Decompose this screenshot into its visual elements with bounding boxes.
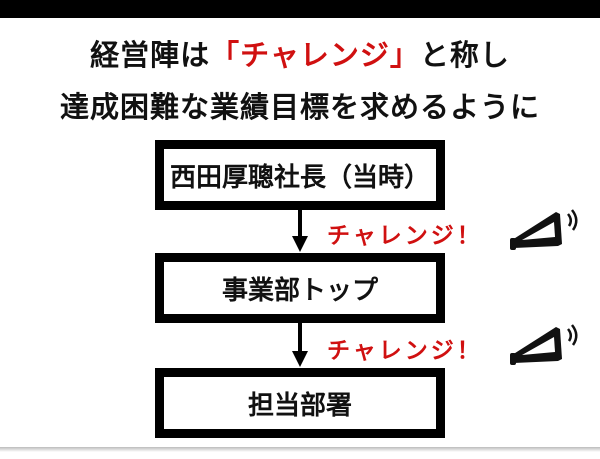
top-bar xyxy=(0,0,600,18)
flow-box-division-head: 事業部トップ xyxy=(155,253,445,323)
flow-box-department: 担当部署 xyxy=(155,368,445,438)
challenge-shout: チャレンジ！ xyxy=(327,338,483,364)
title-line-2: 達成困難な業績目標を求めるように xyxy=(59,90,540,124)
flow-box-president: 西田厚聰社長（当時） xyxy=(155,140,445,210)
arrow-down-icon xyxy=(292,323,308,368)
title-text: と称し xyxy=(419,38,510,72)
title-line-1: 経営陣は「チャレンジ」と称し xyxy=(0,32,600,74)
megaphone-icon xyxy=(510,324,578,365)
challenge-shout: チャレンジ！ xyxy=(327,223,483,249)
title-text: 経営陣は xyxy=(90,38,211,72)
title-highlight: 「チャレンジ」 xyxy=(210,38,420,72)
box-label: 事業部トップ xyxy=(221,275,378,306)
box-label: 西田厚聰社長（当時） xyxy=(169,162,430,193)
box-label: 担当部署 xyxy=(247,390,352,421)
megaphone-icon xyxy=(510,209,578,250)
arrow-down-icon xyxy=(292,208,308,253)
bottom-shadow xyxy=(0,447,600,452)
